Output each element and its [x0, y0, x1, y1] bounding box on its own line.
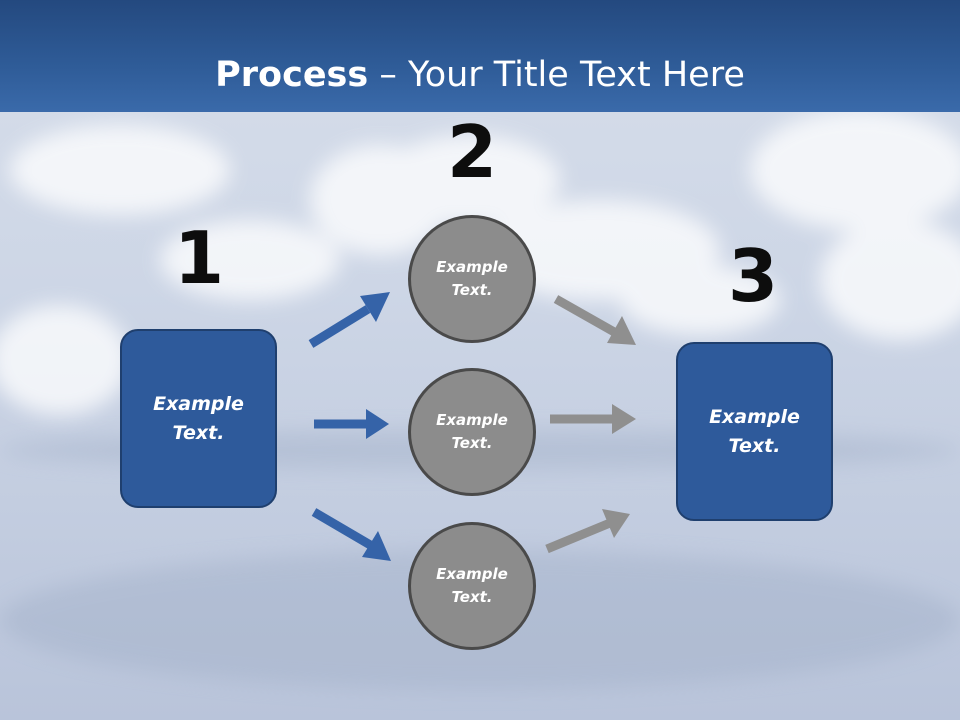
circle-top: Example Text. — [408, 215, 536, 343]
slide-title: Process – Your Title Text Here — [0, 52, 960, 98]
step-2-number: 2 — [446, 110, 498, 194]
step-1-number: 1 — [173, 216, 225, 300]
blue-arrow-up — [308, 292, 390, 348]
blue-arrow-down — [311, 508, 391, 561]
start-box: Example Text. — [120, 329, 277, 508]
title-banner — [0, 0, 960, 112]
title-bold-part: Process — [215, 55, 369, 95]
gray-arrow-right — [550, 404, 636, 434]
end-box: Example Text. — [676, 342, 833, 521]
gray-arrow-down — [553, 295, 636, 345]
step-3-number: 3 — [727, 234, 779, 318]
circle-bottom: Example Text. — [408, 522, 536, 650]
gray-arrow-up — [545, 509, 630, 554]
title-rest-part: – Your Title Text Here — [368, 55, 745, 95]
circle-middle: Example Text. — [408, 368, 536, 496]
blue-arrow-right — [314, 409, 389, 439]
